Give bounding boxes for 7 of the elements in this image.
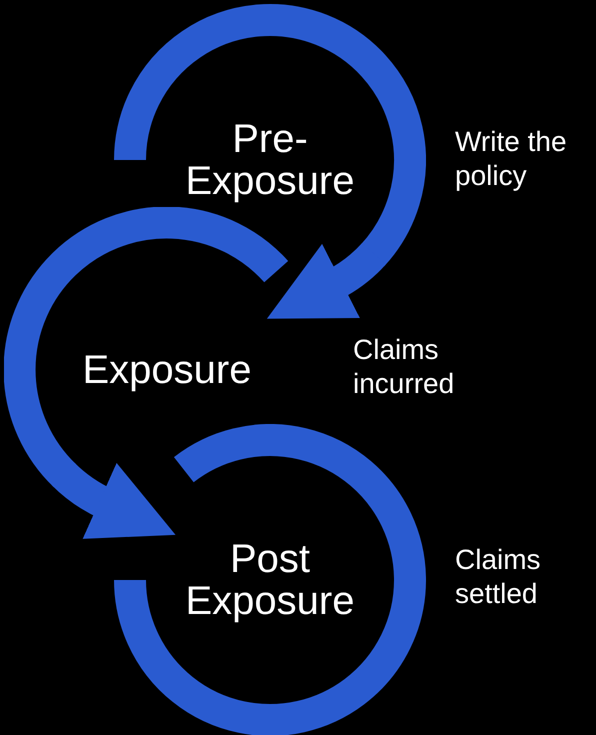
stage-note: Write the policy xyxy=(455,125,568,192)
stage-label: Pre-Exposure xyxy=(184,118,356,202)
stage-label: Post Exposure xyxy=(184,538,356,622)
stage-note: Claims incurred xyxy=(353,333,456,400)
stage-label: Exposure xyxy=(82,349,252,391)
stage-note: Claims settled xyxy=(455,543,542,610)
circular-arrow xyxy=(52,462,174,538)
